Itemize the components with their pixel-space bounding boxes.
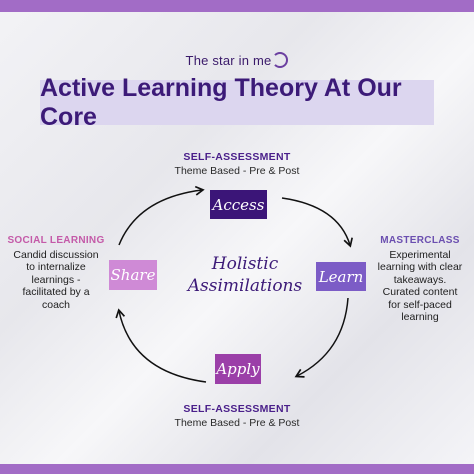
learn-node: Learn xyxy=(316,262,366,291)
bottom-assessment-subtext: Theme Based - Pre & Post xyxy=(174,417,300,429)
arrow-access-to-learn xyxy=(281,197,353,248)
center-line-2: Assimilations xyxy=(187,276,303,296)
logo-ring-icon xyxy=(272,52,289,68)
center-line-1: Holistic xyxy=(211,254,279,274)
social-learning-description: Candid discussion to internalize learnin… xyxy=(13,248,99,311)
masterclass-heading: MASTERCLASS xyxy=(380,235,460,246)
social-learning-heading: SOCIAL LEARNING xyxy=(7,235,105,246)
share-node: Share xyxy=(109,260,157,290)
bottom-assessment-heading: SELF-ASSESSMENT xyxy=(183,403,291,415)
arrow-apply-to-share xyxy=(115,308,207,383)
access-node: Access xyxy=(210,190,267,219)
bottom-accent-band xyxy=(0,464,474,474)
learn-label: Learn xyxy=(318,267,364,286)
apply-label: Apply xyxy=(216,360,260,378)
top-assessment-subtext: Theme Based - Pre & Post xyxy=(174,165,300,177)
share-label: Share xyxy=(110,266,156,284)
arrow-learn-to-apply xyxy=(294,297,349,378)
center-caption: Holistic Assimilations xyxy=(180,253,310,297)
arrow-share-to-access xyxy=(118,185,205,246)
masterclass-description: Experimental learning with clear takeawa… xyxy=(377,248,463,324)
top-assessment-label: SELF-ASSESSMENT Theme Based - Pre & Post xyxy=(137,151,337,177)
masterclass-block: MASTERCLASS Experimental learning with c… xyxy=(368,235,472,324)
social-learning-block: SOCIAL LEARNING Candid discussion to int… xyxy=(4,235,108,311)
apply-node: Apply xyxy=(215,354,261,384)
access-label: Access xyxy=(212,195,265,214)
bottom-assessment-label: SELF-ASSESSMENT Theme Based - Pre & Post xyxy=(137,403,337,429)
logo-text: The star in me xyxy=(185,53,272,68)
brand-logo: The star in me xyxy=(0,52,474,68)
top-assessment-heading: SELF-ASSESSMENT xyxy=(183,151,291,163)
page-title: Active Learning Theory At Our Core xyxy=(40,73,402,131)
title-banner: Active Learning Theory At Our Core xyxy=(40,74,434,131)
top-accent-band xyxy=(0,0,474,12)
